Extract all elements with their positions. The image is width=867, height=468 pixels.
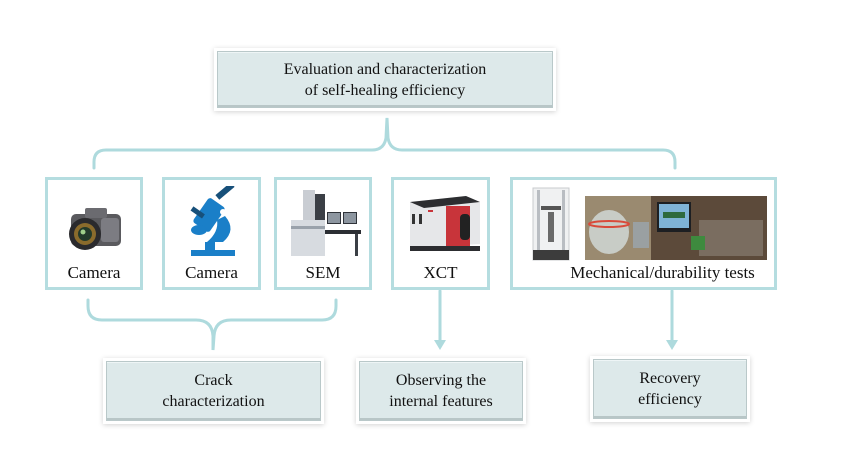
mech-arrow-head	[666, 340, 678, 350]
top-brace	[92, 117, 677, 170]
camera-icon	[69, 208, 121, 250]
daq-testing-photo	[651, 196, 767, 260]
tool-box-sem: SEM	[274, 177, 372, 290]
outcome-label: Recovery efficiency	[638, 370, 702, 408]
xct-arrow-head	[434, 340, 446, 350]
mechanical-test-photos	[532, 187, 767, 261]
top-title-box: Evaluation and characterization of self-…	[217, 51, 553, 108]
outcome-box-crack: Crack characterization	[106, 361, 321, 421]
outcome-label: Crack characterization	[162, 372, 265, 410]
xct-scanner-image	[410, 196, 480, 251]
top-title: Evaluation and characterization of self-…	[283, 60, 487, 99]
tool-box-microscope: Camera	[162, 177, 261, 290]
outcome-box-internal: Observing the internal features	[359, 361, 523, 421]
vacuum-setup-photo	[585, 196, 651, 260]
tool-box-xct: XCT	[391, 177, 490, 290]
tool-label: XCT	[423, 263, 458, 282]
outcome-box-recovery: Recovery efficiency	[593, 359, 747, 419]
tensile-tester-image	[532, 187, 570, 261]
tool-box-mechanical: Mechanical/durability tests	[510, 177, 777, 290]
tool-label: SEM	[305, 263, 341, 282]
sem-instrument-image	[291, 190, 361, 256]
tool-box-camera: Camera	[45, 177, 143, 290]
microscope-icon	[190, 186, 235, 256]
tool-label: Camera	[185, 263, 238, 282]
bottom-brace	[86, 298, 338, 351]
tool-label: Mechanical/durability tests	[570, 263, 755, 282]
outcome-label: Observing the internal features	[389, 372, 493, 410]
tool-label: Camera	[67, 263, 121, 282]
